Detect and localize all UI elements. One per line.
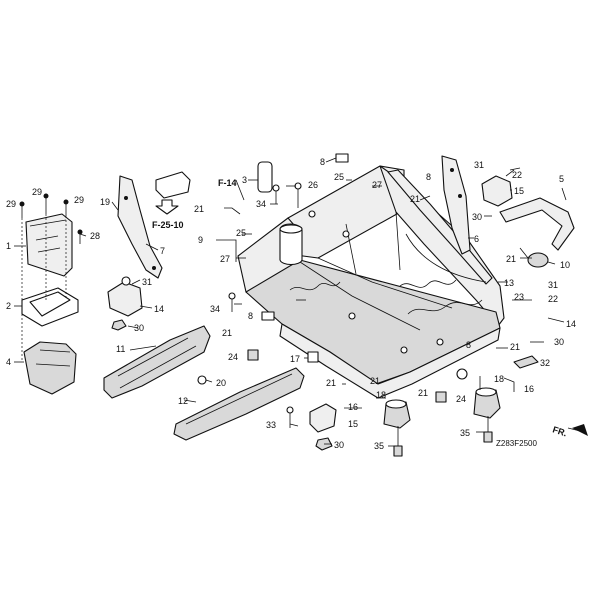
callout-10: 10 xyxy=(560,260,570,270)
callout-4: 4 xyxy=(6,357,11,367)
part-8-washer xyxy=(456,368,468,380)
part-15-bracket-upper xyxy=(481,175,513,207)
callout-30a: 30 xyxy=(134,323,144,333)
callout-21e: 21 xyxy=(326,378,336,388)
part-5-strap xyxy=(499,197,575,251)
part-20-nut xyxy=(197,375,207,385)
mount-right xyxy=(473,387,501,443)
callout-27b: 27 xyxy=(372,180,382,190)
part-24-grommet-left xyxy=(247,349,259,361)
callout-8d: 8 xyxy=(466,340,471,350)
callout-26: 26 xyxy=(308,180,318,190)
callout-9: 9 xyxy=(198,235,203,245)
reference-f14: F-14 xyxy=(218,178,237,188)
callout-29a: 29 xyxy=(6,199,16,209)
callout-27a: 27 xyxy=(220,254,230,264)
callout-13: 13 xyxy=(504,278,514,288)
part-8-clip-top xyxy=(335,153,349,163)
callout-21c: 21 xyxy=(506,254,516,264)
part-13-hose xyxy=(405,233,487,283)
callout-22a: 22 xyxy=(512,170,522,180)
upright-bracket-right xyxy=(441,155,471,255)
callout-31a: 31 xyxy=(142,277,152,287)
callout-15b: 15 xyxy=(348,419,358,429)
diagram-code: Z283F2500 xyxy=(496,439,537,448)
front-direction-arrow: FR. xyxy=(551,424,588,438)
callout-18b: 18 xyxy=(494,374,504,384)
callout-2: 2 xyxy=(6,301,11,311)
callout-12: 12 xyxy=(178,396,188,406)
part-8-clip-left xyxy=(261,311,275,321)
part-11-shield xyxy=(103,325,211,399)
part-3-grommet xyxy=(257,161,273,193)
main-frame xyxy=(237,165,505,399)
leader-lines xyxy=(14,157,567,447)
part-7-bracket xyxy=(117,175,163,279)
callout-29b: 29 xyxy=(32,187,42,197)
reference-f-25-10: F-25-10 xyxy=(152,220,184,230)
callout-3: 3 xyxy=(242,175,247,185)
callout-11: 11 xyxy=(116,344,125,354)
callout-8c: 8 xyxy=(248,311,253,321)
part-12-under-cover xyxy=(173,367,305,441)
callout-8a: 8 xyxy=(320,157,325,167)
part-10-plug xyxy=(527,252,549,268)
callout-30c: 30 xyxy=(472,212,482,222)
callout-8b: 8 xyxy=(426,172,431,182)
part-32-block xyxy=(513,355,539,369)
callout-30d: 30 xyxy=(554,337,564,347)
callout-14b: 14 xyxy=(566,319,576,329)
callout-1: 1 xyxy=(6,241,11,251)
callout-35a: 35 xyxy=(374,441,384,451)
callout-labels: 1 2 3 4 5 6 7 8 8 8 8 9 10 11 12 13 14 1… xyxy=(6,157,576,451)
part-24-grommet-right xyxy=(435,391,447,403)
callout-21b: 21 xyxy=(410,194,420,204)
callout-29c: 29 xyxy=(74,195,84,205)
part-6-handle xyxy=(387,169,493,285)
callout-32: 32 xyxy=(540,358,550,368)
callout-17: 17 xyxy=(290,354,300,364)
part-4-cover xyxy=(23,341,77,395)
callout-14a: 14 xyxy=(154,304,164,314)
callout-7: 7 xyxy=(160,246,165,256)
callout-31c: 31 xyxy=(548,280,558,290)
part-14-left-bracket xyxy=(107,281,143,317)
callout-5: 5 xyxy=(559,174,564,184)
callout-16a: 16 xyxy=(348,402,358,412)
callout-35b: 35 xyxy=(460,428,470,438)
callout-24a: 24 xyxy=(228,352,238,362)
callout-21f: 21 xyxy=(370,376,380,386)
callout-15a: 15 xyxy=(514,186,524,196)
callout-21h: 21 xyxy=(510,342,520,352)
callout-22b: 22 xyxy=(548,294,558,304)
part-15-lower-bracket xyxy=(309,403,337,433)
callout-25b: 25 xyxy=(334,172,344,182)
callout-6: 6 xyxy=(474,234,479,244)
part-17-clip xyxy=(307,351,319,363)
callout-28: 28 xyxy=(90,231,100,241)
callout-20: 20 xyxy=(216,378,226,388)
callout-18a: 18 xyxy=(376,390,386,400)
part-1-bracket xyxy=(25,213,73,277)
callout-21d: 21 xyxy=(222,328,232,338)
clamp-f-25-10 xyxy=(155,171,191,199)
callout-16b: 16 xyxy=(524,384,534,394)
callout-21a: 21 xyxy=(194,204,204,214)
mount-left xyxy=(383,399,411,457)
callout-24b: 24 xyxy=(456,394,466,404)
callout-19: 19 xyxy=(100,197,110,207)
callout-33: 33 xyxy=(266,420,276,430)
callout-25a: 25 xyxy=(236,228,246,238)
callout-31b: 31 xyxy=(474,160,484,170)
callout-34a: 34 xyxy=(256,199,266,209)
screw-29-group xyxy=(19,193,83,244)
callout-30b: 30 xyxy=(334,440,344,450)
svg-text:FR.: FR. xyxy=(551,424,568,438)
callout-34b: 34 xyxy=(210,304,220,314)
callout-21g: 21 xyxy=(418,388,428,398)
callout-23: 23 xyxy=(514,292,524,302)
